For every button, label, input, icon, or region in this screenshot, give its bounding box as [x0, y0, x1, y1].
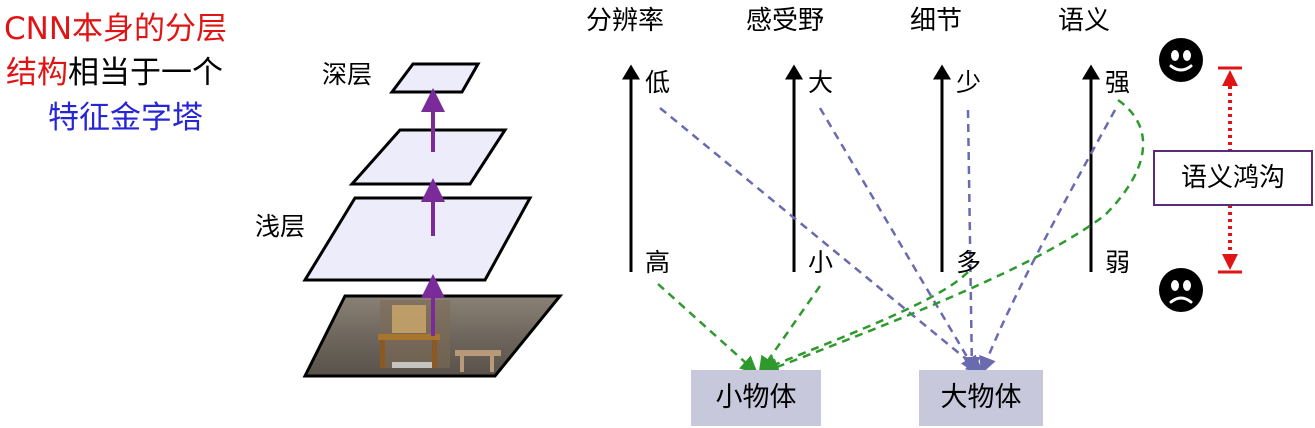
dashed-arrow-big-to-large	[818, 107, 978, 375]
frowning-face-icon	[1159, 268, 1203, 312]
caption-red-text-2: 结构	[6, 55, 68, 91]
dashed-arrow-high-to-small	[657, 283, 758, 374]
caption-black-text: 相当于一个	[68, 55, 223, 91]
semantics-bottom-label: 弱	[1105, 248, 1131, 277]
resolution-top-label: 低	[645, 68, 671, 97]
pyramid-plane-shallow	[302, 196, 533, 282]
shallow-layer-label: 浅层	[255, 212, 306, 241]
column-title-detail: 细节	[910, 6, 963, 36]
dashed-arrow-strong-to-large	[979, 109, 1117, 375]
receptive-field-bottom-label: 小	[808, 248, 834, 277]
caption-line-2: 结构相当于一个	[6, 58, 223, 89]
dashed-arrow-low-to-large	[659, 107, 984, 374]
column-title-resolution: 分辨率	[586, 6, 665, 36]
small-object-box: 小物体	[691, 370, 821, 426]
large-object-box: 大物体	[919, 370, 1043, 426]
caption-blue-text: 特征金字塔	[48, 100, 203, 136]
dashed-arrow-many-to-small	[759, 271, 969, 373]
column-title-semantics: 语义	[1058, 6, 1111, 36]
detail-bottom-label: 多	[956, 248, 982, 277]
deep-layer-label: 深层	[322, 60, 373, 89]
caption-line-1: CNN本身的分层	[4, 14, 227, 45]
detail-top-label: 少	[956, 68, 982, 97]
dashed-arrow-strong-loop-to-small	[761, 98, 1145, 375]
resolution-bottom-label: 高	[645, 248, 671, 277]
pyramid-plane-deep	[389, 62, 481, 94]
semantics-top-label: 强	[1105, 68, 1131, 97]
receptive-field-top-label: 大	[808, 68, 834, 97]
column-title-receptive-field: 感受野	[746, 6, 825, 36]
pyramid-photo-details	[378, 300, 501, 372]
smiling-face-icon	[1159, 38, 1203, 82]
dashed-arrow-few-to-large	[963, 109, 981, 375]
caption-line-3: 特征金字塔	[48, 103, 203, 134]
pyramid-plane-middle	[348, 128, 508, 186]
semantic-gap-box: 语义鸿沟	[1153, 150, 1313, 206]
caption-red-text: CNN本身的分层	[4, 11, 228, 47]
